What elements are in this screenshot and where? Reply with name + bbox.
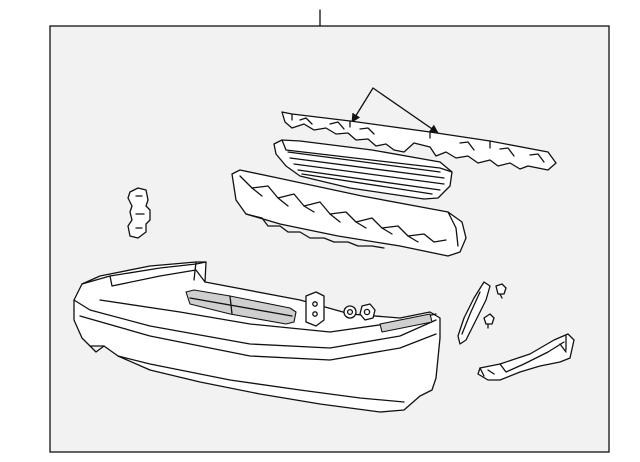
callout-arrows [351,87,439,134]
bumper-fascia [73,261,441,413]
impact-bar [231,169,467,257]
license-lamp-pad [185,289,297,325]
screw-lower [483,313,495,329]
nut-left [343,305,357,319]
lower-deflector-bracket [477,333,575,381]
screw-upper [495,283,507,299]
reinforcement-beam [273,139,453,200]
nut-right [359,303,376,321]
side-marker-strip [457,281,491,345]
energy-absorber [281,111,557,171]
side-bracket-left [127,187,151,239]
mounting-bracket-center [305,291,325,327]
diagram-frame [49,25,610,453]
